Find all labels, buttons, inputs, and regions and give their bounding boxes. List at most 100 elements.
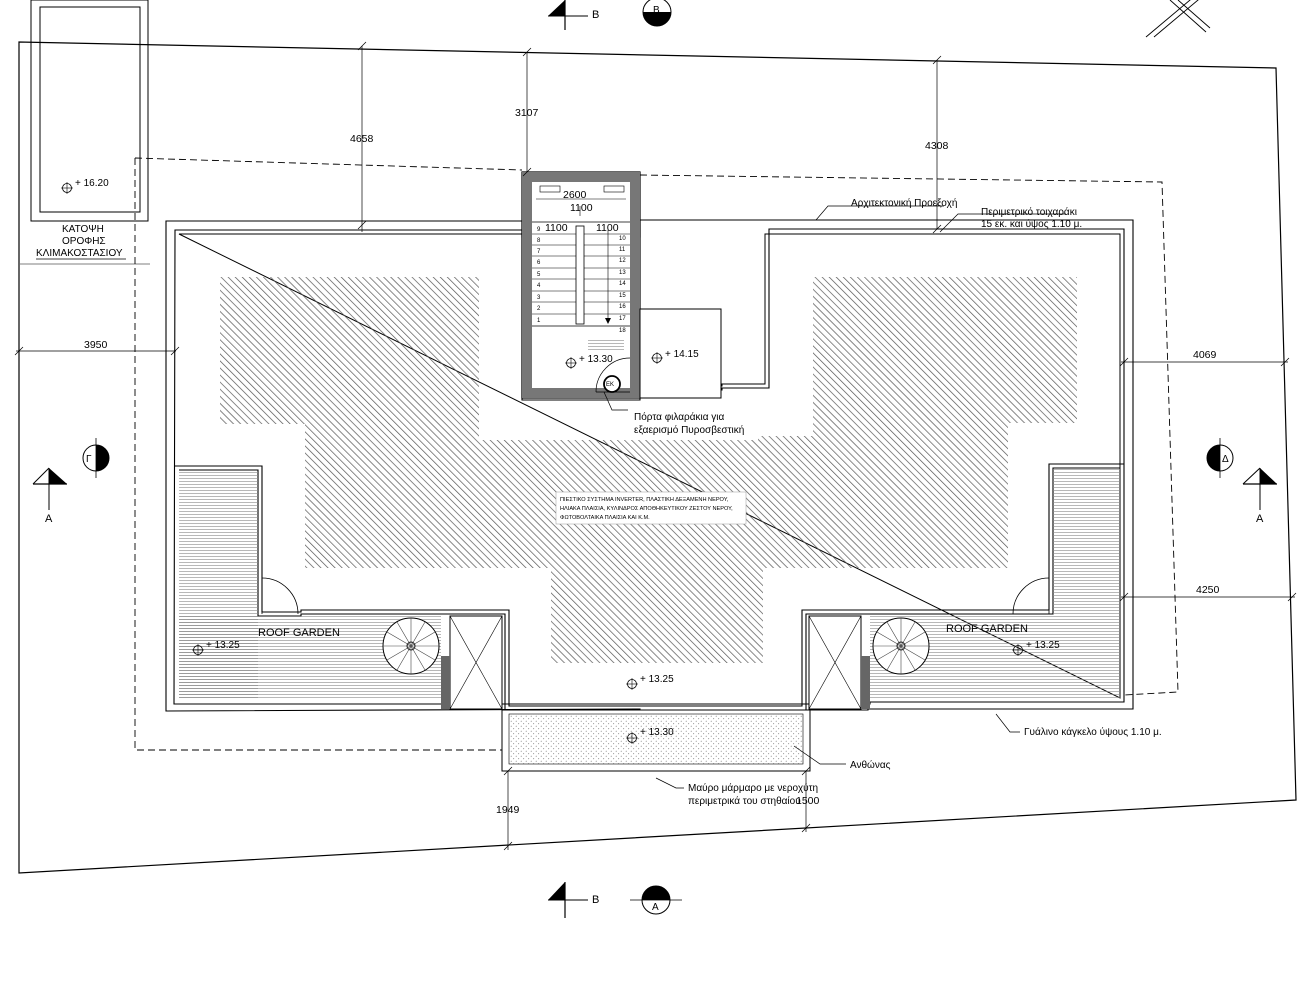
dim-1100-right: 1100 — [596, 222, 619, 234]
level-marker — [192, 644, 204, 656]
level-marker — [61, 182, 73, 194]
section-gamma-label: Γ — [86, 454, 92, 465]
marble-label-1: Μαύρο μάρμαρο με νεροχύτη — [688, 782, 818, 794]
arch-projection-label: Αρχιτεκτονική Προεξοχή — [851, 197, 957, 209]
storage-room — [639, 308, 722, 399]
dim-1500: 1500 — [796, 795, 820, 807]
spiral-stair-left — [382, 617, 440, 675]
level-marker — [1012, 644, 1024, 656]
section-mark-right-delta — [1206, 438, 1234, 478]
section-mark-top-b — [548, 0, 588, 30]
level-planter: + 13.30 — [640, 727, 674, 738]
parapet-label-2: 15 εκ. και ύψος 1.10 μ. — [981, 218, 1082, 230]
stair-num: 12 — [619, 258, 626, 264]
level-marker — [565, 357, 577, 369]
shaft-left — [441, 615, 503, 710]
staircase-tower: ΕΚ — [521, 171, 641, 399]
stair-num: 8 — [537, 238, 541, 244]
section-left-a-label: A — [45, 513, 53, 525]
stair-num: 1 — [537, 318, 541, 324]
stair-numbers-right: 10 11 12 13 14 15 16 17 18 — [619, 236, 626, 334]
door-label-2: εξαερισμό Πυροσβεστική — [634, 424, 744, 436]
parapet-label-1: Περιμετρικό τοιχαράκι — [981, 206, 1077, 218]
section-mark-bottom-a-circle — [630, 885, 682, 915]
dim-4250: 4250 — [1196, 584, 1220, 596]
spiral-stair-right — [872, 617, 930, 675]
dim-3107: 3107 — [515, 107, 539, 119]
dim-4069: 4069 — [1193, 349, 1217, 361]
planter-label: Ανθώνας — [850, 759, 891, 771]
stair-num: 11 — [619, 247, 626, 253]
stair-num: 6 — [537, 260, 541, 266]
title-block-inner — [39, 6, 141, 213]
equipment-note-box — [555, 491, 747, 525]
title-line-3: ΚΛΙΜΑΚΟΣΤΑΣΙΟΥ — [36, 248, 123, 259]
stair-num: 18 — [619, 328, 626, 334]
shaft-right — [808, 615, 870, 710]
section-bottom-b-label: B — [592, 894, 599, 906]
dim-2600: 2600 — [563, 189, 587, 201]
equipment-note-3: ΦΩΤΟΒΟΛΤΑΙΚΑ ΠΛΑΙΣΙΑ ΚΑΙ Κ.Μ. — [560, 515, 650, 521]
door-swing-right — [1012, 577, 1050, 615]
level-garden-left: + 13.25 — [206, 640, 240, 651]
level-stair: + 13.30 — [579, 354, 613, 365]
stair-num: 5 — [537, 272, 541, 278]
door-label-1: Πόρτα φιλαράκια για — [634, 411, 725, 423]
level-title: + 16.20 — [75, 178, 109, 189]
stair-numbers-left: 9 8 7 6 5 4 3 2 1 — [537, 227, 541, 324]
dim-1949: 1949 — [496, 804, 520, 816]
level-garden-right: + 13.25 — [1026, 640, 1060, 651]
level-marker — [626, 732, 638, 744]
marble-label-2: περιμετρικά του στηθαίου — [688, 795, 801, 807]
section-mark-right-a — [1242, 467, 1277, 510]
stair-num: 7 — [537, 249, 541, 255]
title-line-1: ΚΑΤΟΨΗ — [62, 224, 104, 235]
lower-floor-outline — [134, 158, 502, 751]
section-top-b-label: B — [592, 9, 599, 21]
section-mark-left-gamma — [82, 438, 110, 478]
roof-garden-left-label: ROOF GARDEN — [258, 627, 340, 639]
hatch-symbol: ΕΚ — [606, 382, 614, 388]
stair-num: 15 — [619, 293, 626, 299]
leader-lines — [603, 205, 1066, 789]
stair-num: 3 — [537, 295, 541, 301]
equipment-note-2: ΗΛΙΑΚΑ ΠΛΑΙΣΙΑ, ΚΥΛΙΝΔΡΟΣ ΑΠΟΘΗΚΕΥΤΙΚΟΥ … — [560, 506, 733, 512]
dim-3950: 3950 — [84, 339, 108, 351]
level-marker — [651, 352, 663, 364]
north-arrow — [1145, 0, 1211, 38]
level-roof: + 13.25 — [640, 674, 674, 685]
door-swing-left — [261, 577, 299, 615]
stair-num: 17 — [619, 316, 626, 322]
equipment-zone — [220, 277, 1077, 663]
dimension-lines — [14, 41, 1297, 851]
dim-1100-left: 1100 — [545, 222, 568, 234]
section-mark-left-a — [32, 467, 67, 510]
level-marker — [626, 678, 638, 690]
dim-4658: 4658 — [350, 133, 374, 145]
glass-railing-label: Γυάλινο κάγκελο ύψους 1.10 μ. — [1024, 726, 1162, 738]
section-bottom-a-label: A — [652, 902, 659, 913]
stair-num: 14 — [619, 281, 626, 287]
section-top-b-circle-label: B — [653, 5, 660, 16]
title-block-outer — [30, 0, 149, 222]
plot-boundary — [18, 41, 1297, 874]
planter-fill — [508, 713, 804, 765]
roof-garden-right-deck — [1053, 468, 1120, 698]
roof-garden-right-label: ROOF GARDEN — [946, 623, 1028, 635]
lower-floor-outline-top — [134, 157, 523, 171]
title-line-2: ΟΡΟΦΗΣ — [62, 236, 106, 247]
dim-4308: 4308 — [925, 140, 949, 152]
dim-1100-top: 1100 — [570, 202, 593, 214]
stair-num: 13 — [619, 270, 626, 276]
section-delta-label: Δ — [1222, 454, 1229, 465]
stair-num: 4 — [537, 283, 541, 289]
equipment-note-1: ΠΙΕΣΤΙΚΟ ΣΥΣΤΗΜΑ INVERTER, ΠΛΑΣΤΙΚΗ ΔΕΞΑ… — [560, 497, 729, 503]
level-storage: + 14.15 — [665, 349, 699, 360]
lower-floor-outline-right — [639, 174, 1179, 696]
section-mark-top-b-circle — [642, 0, 672, 27]
stair-num: 2 — [537, 306, 541, 312]
section-mark-bottom-b — [548, 882, 588, 918]
stair-num: 10 — [619, 236, 626, 242]
stair-num: 16 — [619, 304, 626, 310]
